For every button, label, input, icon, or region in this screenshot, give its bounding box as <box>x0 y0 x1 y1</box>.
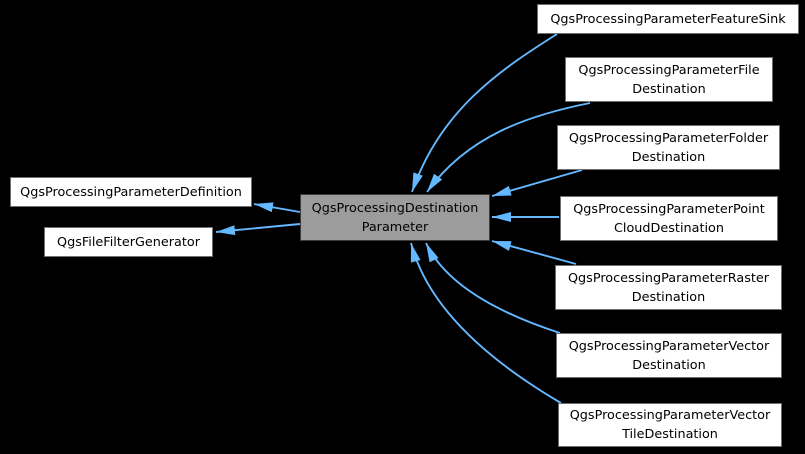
class-node-qgsfilefiltergenerator[interactable]: QgsFileFilterGenerator <box>44 227 213 257</box>
class-node-qgsprocessingparameterpointclouddestination[interactable]: QgsProcessingParameterPoint CloudDestina… <box>560 196 778 241</box>
class-node-qgsprocessingparameterfeaturesink[interactable]: QgsProcessingParameterFeatureSink <box>537 4 799 34</box>
edge-destination-to-definition <box>253 202 301 213</box>
class-node-qgsprocessingdestinationparameter: QgsProcessingDestination Parameter <box>300 194 490 241</box>
edge-folderdest-to-destination <box>491 169 583 197</box>
edge-rasterdest-to-destination <box>491 240 577 265</box>
class-node-qgsprocessingparametervectordestination[interactable]: QgsProcessingParameterVector Destination <box>556 333 782 378</box>
class-node-qgsprocessingparameterfiledestination[interactable]: QgsProcessingParameterFile Destination <box>565 57 773 102</box>
edge-featuresink-to-destination <box>411 33 558 193</box>
class-node-qgsprocessingparametervectortiledestination[interactable]: QgsProcessingParameterVector TileDestina… <box>558 403 782 447</box>
class-node-qgsprocessingparameterdefinition[interactable]: QgsProcessingParameterDefinition <box>10 177 252 207</box>
edge-vectortiledest-to-destination <box>410 242 562 404</box>
class-node-qgsprocessingparameterfolderdestination[interactable]: QgsProcessingParameterFolder Destination <box>557 125 780 170</box>
edge-vectordest-to-destination <box>425 242 561 334</box>
edge-destination-to-filefilter <box>215 223 301 236</box>
class-node-qgsprocessingparameterrasterdestination[interactable]: QgsProcessingParameterRaster Destination <box>555 265 782 310</box>
